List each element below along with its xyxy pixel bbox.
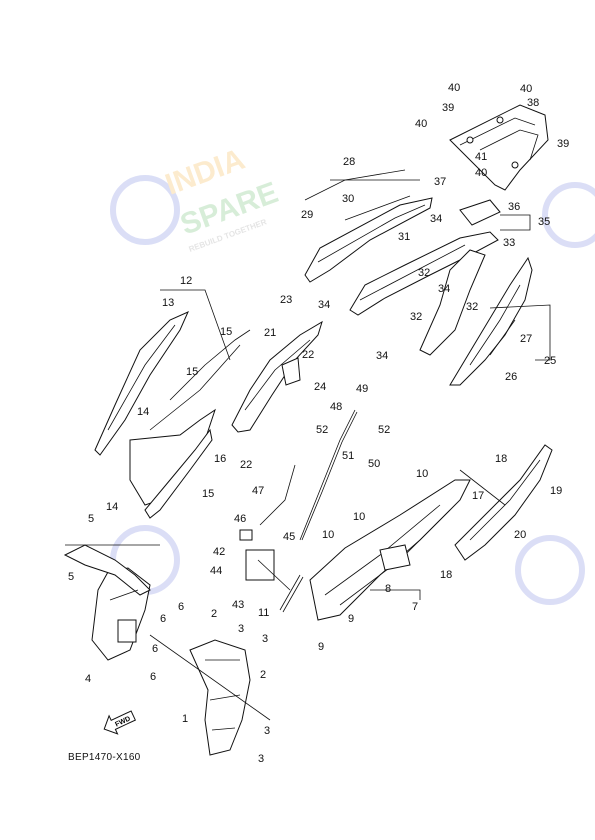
callout-52a: 52 [316,424,328,436]
callout-3b: 3 [262,633,268,645]
callout-11: 11 [258,607,269,619]
callout-8: 8 [385,583,391,595]
callout-39b: 39 [557,138,569,150]
callout-2b: 2 [260,669,266,681]
callout-17: 17 [472,490,484,502]
callout-30: 30 [342,193,354,205]
part-cover-25 [449,256,533,386]
callout-5b: 5 [68,571,74,583]
callout-14b: 14 [106,501,118,513]
part-cover-17 [454,444,553,561]
callout-52b: 52 [378,424,390,436]
callout-40a: 40 [448,82,460,94]
callout-4: 4 [85,673,91,685]
callout-31: 31 [398,231,410,243]
callout-24: 24 [314,381,326,393]
callout-10b: 10 [353,511,365,523]
callout-5a: 5 [88,513,94,525]
part-panel-4 [63,544,151,661]
callout-14a: 14 [137,406,149,418]
callout-9b: 9 [318,641,324,653]
callout-2a: 2 [211,608,217,620]
callout-6d: 6 [150,671,156,683]
callout-38: 38 [527,97,539,109]
callout-34b: 34 [438,283,450,295]
callout-1: 1 [182,713,188,725]
callout-39a: 39 [442,102,454,114]
guide-lines [65,179,551,721]
callout-40b: 40 [520,83,532,95]
watermark-right-top [542,182,595,248]
callout-27: 27 [520,333,532,345]
callout-6a: 6 [178,601,184,613]
callout-6b: 6 [160,613,166,625]
callout-15c: 15 [202,488,214,500]
callout-35: 35 [538,216,550,228]
diagram-code: BEP1470-X160 [68,752,141,763]
part-bracket-38 [449,104,549,191]
callout-44: 44 [210,565,222,577]
callout-3d: 3 [258,753,264,765]
watermark-top: INDIA SPARE REBUILD TOGETHER [110,143,282,254]
callout-47: 47 [252,485,264,497]
callout-21: 21 [264,327,276,339]
callout-20: 20 [514,529,526,541]
callout-29: 29 [301,209,313,221]
fwd-arrow: FWD [103,710,137,735]
callout-45: 45 [283,531,295,543]
callout-34c: 34 [318,299,330,311]
callout-40d: 40 [475,167,487,179]
callouts: 1 2 2 3 3 3 3 4 5 5 6 6 6 6 7 8 9 9 10 1… [68,82,569,765]
callout-32c: 32 [410,311,422,323]
callout-13: 13 [162,297,174,309]
part-panel-1 [189,639,251,756]
callout-32b: 32 [466,301,478,313]
callout-37: 37 [434,176,446,188]
callout-7: 7 [412,601,418,613]
callout-3a: 3 [238,623,244,635]
callout-33: 33 [503,237,515,249]
callout-6c: 6 [152,643,158,655]
callout-15b: 15 [186,366,198,378]
callout-18b: 18 [440,569,452,581]
callout-49: 49 [356,383,368,395]
callout-34a: 34 [430,213,442,225]
part-cover-7 [309,479,471,621]
callout-43: 43 [232,599,244,611]
callout-40c: 40 [415,118,427,130]
callout-50: 50 [368,458,380,470]
callout-16: 16 [214,453,226,465]
callout-23: 23 [280,294,292,306]
callout-32a: 32 [418,267,430,279]
callout-10a: 10 [416,468,428,480]
callout-26: 26 [505,371,517,383]
part-bracket-43 [239,529,291,591]
callout-46: 46 [234,513,246,525]
part-panel-13 [94,311,189,456]
callout-42: 42 [213,546,225,558]
callout-3c: 3 [264,725,270,737]
callout-41: 41 [475,151,487,163]
callout-36: 36 [508,201,520,213]
callout-28: 28 [343,156,355,168]
callout-22b: 22 [240,459,252,471]
callout-15a: 15 [220,326,232,338]
part-panel-21 [231,320,323,433]
callout-9a: 9 [348,613,354,625]
callout-22a: 22 [302,349,314,361]
watermark-right-mid [515,535,585,605]
part-panel-16 [129,329,251,519]
callout-51: 51 [342,450,354,462]
callout-10c: 10 [322,529,334,541]
callout-19: 19 [550,485,562,497]
callout-48: 48 [330,401,342,413]
callout-25: 25 [544,355,556,367]
callout-12: 12 [180,275,192,287]
part-cables [259,409,358,613]
callout-18a: 18 [495,453,507,465]
callout-34d: 34 [376,350,388,362]
part-frame-31 [349,199,501,356]
